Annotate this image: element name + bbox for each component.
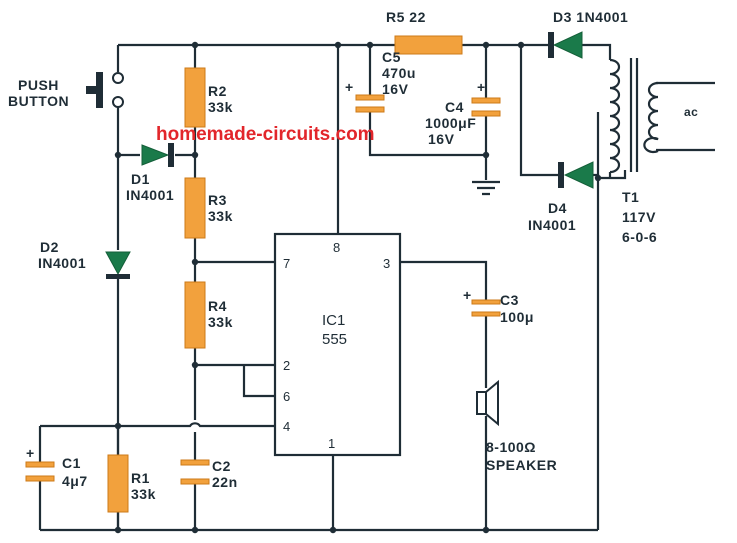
resistor-r1: [107, 454, 129, 513]
ic-pin-7: 7: [283, 256, 290, 271]
junction-dots: [114, 41, 602, 534]
d3-label: D3 1N4001: [553, 9, 628, 25]
d1-value: IN4001: [126, 187, 174, 203]
diode-d3: [548, 31, 583, 59]
c3-value: 100μ: [500, 309, 534, 325]
d1-label: D1: [131, 171, 150, 187]
t1-voltage: 117V: [622, 209, 656, 225]
c1-plus: +: [26, 445, 35, 461]
r2-value: 33k: [208, 99, 233, 115]
ic-pin-4: 4: [283, 419, 290, 434]
ic-pin-6: 6: [283, 389, 290, 404]
t1-label: T1: [622, 189, 639, 205]
transformer-t1: [608, 58, 659, 178]
ic1-label: IC1: [322, 312, 345, 329]
r3-value: 33k: [208, 208, 233, 224]
resistor-r4: [184, 281, 206, 349]
ic-pin-2: 2: [283, 358, 290, 373]
c3-label: C3: [500, 292, 519, 308]
d2-label: D2: [40, 239, 59, 255]
c5-voltage: 16V: [382, 81, 409, 97]
r1-label: R1: [131, 470, 150, 486]
speaker-symbol: [476, 379, 499, 427]
capacitor-c1: [25, 461, 55, 482]
diode-d4: [558, 161, 594, 189]
capacitor-c5: [355, 94, 385, 113]
c5-plus: +: [345, 79, 354, 95]
r5-label: R5 22: [386, 9, 426, 25]
speaker-impedance: 8-100Ω: [486, 439, 536, 455]
watermark: homemade-circuits.com: [156, 124, 375, 145]
capacitor-c2: [180, 459, 210, 485]
resistor-r2: [184, 67, 206, 128]
c4-value: 1000μF: [425, 115, 476, 131]
ic1-type: 555: [322, 331, 347, 348]
resistor-r5: [394, 35, 463, 55]
ic1-555-body: [273, 232, 402, 457]
c1-label: C1: [62, 455, 81, 471]
c5-label: C5: [382, 49, 401, 65]
push-button-label-1: PUSH: [18, 77, 59, 93]
c4-label: C4: [445, 99, 464, 115]
capacitor-c4: [471, 97, 501, 117]
c3-plus: +: [463, 287, 472, 303]
r4-value: 33k: [208, 314, 233, 330]
diode-d2: [105, 251, 131, 279]
c5-value: 470u: [382, 65, 416, 81]
c2-value: 22n: [212, 474, 238, 490]
speaker-label: SPEAKER: [486, 457, 557, 473]
ic-pin-8: 8: [333, 240, 340, 255]
r2-label: R2: [208, 83, 227, 99]
capacitor-c3: [471, 299, 501, 317]
ic-pin-1: 1: [328, 436, 335, 451]
diode-d1: [141, 143, 174, 167]
push-button-label-2: BUTTON: [8, 93, 69, 109]
d4-value: IN4001: [528, 217, 576, 233]
ac-label: ac: [684, 105, 698, 119]
c1-value: 4μ7: [62, 473, 88, 489]
resistor-r3: [184, 177, 206, 239]
ic-pin-3: 3: [383, 256, 390, 271]
t1-taps: 6-0-6: [622, 229, 657, 245]
r4-label: R4: [208, 298, 227, 314]
r3-label: R3: [208, 192, 227, 208]
ground-symbol: [472, 180, 500, 196]
d4-label: D4: [548, 200, 567, 216]
r1-value: 33k: [131, 486, 156, 502]
c4-plus: +: [477, 79, 486, 95]
c4-voltage: 16V: [428, 131, 455, 147]
c2-label: C2: [212, 458, 231, 474]
push-button-switch: [86, 72, 124, 108]
d2-value: IN4001: [38, 255, 86, 271]
